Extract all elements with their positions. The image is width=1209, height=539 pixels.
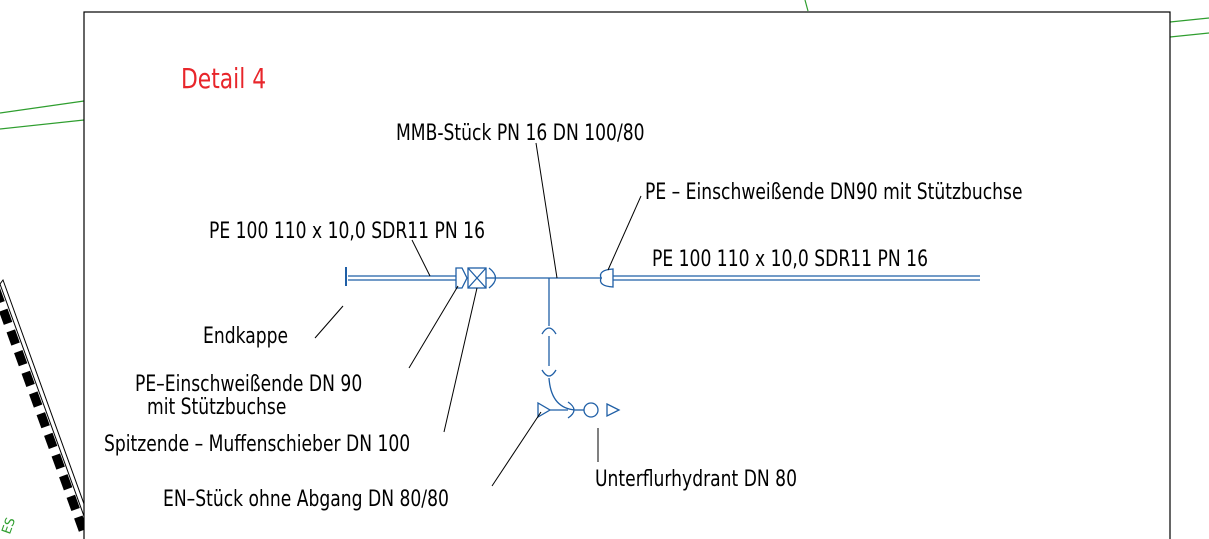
label-pe-einschweissende-left-line1: PE–Einschweißende DN 90 [135,371,362,397]
pipe-network [345,267,980,419]
leader-mmb [535,142,558,279]
leader-pe-end-right [607,195,642,271]
label-unterflurhydrant: Unterflurhydrant DN 80 [595,466,797,492]
hydrant-symbol [583,402,599,418]
leader-en-stueck [491,411,542,487]
leader-spitzende [443,287,478,433]
hatch-dash [59,474,73,491]
leader-pipe-left [411,239,431,277]
label-mmb-stueck: MMB-Stück PN 16 DN 100/80 [396,120,645,146]
labels: MMB-Stück PN 16 DN 100/80 PE – Einschwei… [104,120,1023,512]
label-pipe-left: PE 100 110 x 10,0 SDR11 PN 16 [209,218,485,244]
label-pe-einschweissende-right: PE – Einschweißende DN90 mit Stützbuchse [645,179,1023,205]
hatch-dashes [0,288,88,532]
map-line [0,100,85,114]
map-line [0,119,85,130]
pe-weld-end-left-symbol [455,267,468,289]
hydrant-outlet-symbol [606,402,621,418]
pe-weld-end-right-symbol [599,268,614,288]
hatch-dash [0,308,13,325]
label-pipe-right: PE 100 110 x 10,0 SDR11 PN 16 [652,246,928,272]
hatch-dash [51,453,65,470]
background-map-lines [0,0,1209,130]
hatch-dash [6,329,20,346]
hatch-dash [29,391,43,408]
leader-pe-end-left [408,285,459,369]
leader-endkappe [314,305,344,339]
detail-title: Detail 4 [181,62,266,94]
hatch-dash [0,288,5,303]
hatch-dash [44,432,58,449]
map-line [1169,17,1209,23]
map-fragment-text: ES [0,516,19,537]
hatch-dash [14,350,28,367]
branch-bend [548,377,576,411]
en-stueck-symbol [537,401,552,419]
branch-socket-top [541,327,557,335]
label-en-stueck: EN–Stück ohne Abgang DN 80/80 [163,486,449,512]
label-endkappe: Endkappe [203,323,288,349]
hatch-dash [21,370,35,387]
hatch-dash [66,494,80,512]
map-line [1169,32,1209,38]
leader-lines [314,142,642,487]
gate-valve-cross [467,267,487,289]
label-spitzende-muffenschieber: Spitzende – Muffenschieber DN 100 [104,431,410,457]
map-line [804,0,809,12]
branch-socket-bottom [541,369,557,377]
hatch-dash [36,412,50,429]
dashed-hatch-border [0,278,93,532]
en-stueck-socket [567,401,575,419]
label-pe-einschweissende-left-line2: mit Stützbuchse [147,394,286,420]
